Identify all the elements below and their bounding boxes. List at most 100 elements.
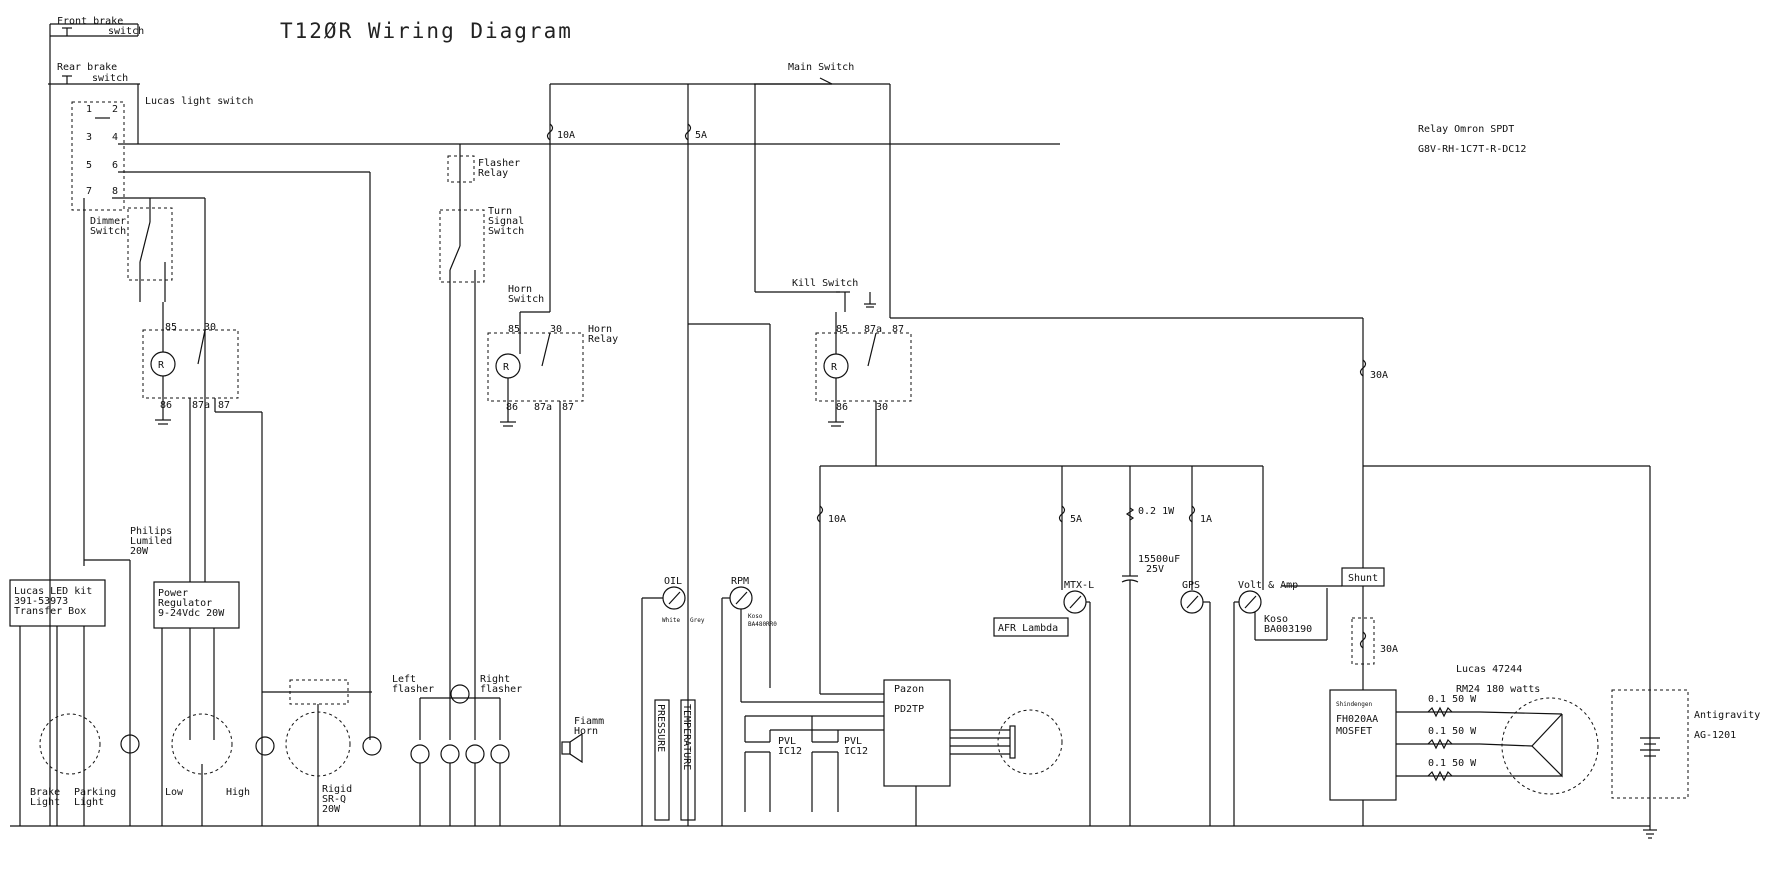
svg-text:87: 87 [892,324,904,335]
turn-signal-switch: Turn Signal Switch [439,200,524,740]
svg-text:Philips: Philips [130,526,172,537]
svg-text:R: R [503,362,510,373]
svg-text:TEMPERATURE: TEMPERATURE [681,704,692,770]
svg-text:9-24Vdc 20W: 9-24Vdc 20W [158,608,225,619]
svg-text:30: 30 [876,402,888,413]
relay-part-number: G8V-RH-1C7T-R-DC12 [1418,144,1526,155]
svg-text:OIL: OIL [664,576,682,587]
svg-text:85: 85 [165,322,177,333]
pvl-coil-2: PVL IC12 [811,736,868,812]
svg-text:IC12: IC12 [778,746,802,757]
svg-text:1: 1 [86,104,92,115]
svg-text:Switch: Switch [90,226,126,237]
svg-text:30: 30 [204,322,216,333]
fiamm-horn: Fiamm Horn [561,716,604,764]
ground-symbol-main [1643,790,1657,839]
svg-text:Turn: Turn [488,206,512,217]
svg-text:Left: Left [392,674,416,685]
svg-text:85: 85 [508,324,520,335]
svg-text:Lumiled: Lumiled [130,536,172,547]
svg-text:15500uF: 15500uF [1138,554,1180,565]
svg-text:MTX-L: MTX-L [1064,580,1094,591]
svg-text:Low: Low [165,787,184,798]
svg-text:Lucas 47244: Lucas 47244 [1456,664,1522,675]
flasher-relay: Flasher Relay [447,144,520,200]
shunt: Shunt 30A [1341,567,1398,690]
fuse-10a-pazon: 10A [816,505,846,525]
volt-amp-gauge: Volt & Amp Koso BA003190 [1233,466,1342,826]
svg-text:5A: 5A [695,130,707,141]
svg-text:Right: Right [480,674,510,685]
svg-text:flasher: flasher [392,684,434,695]
svg-text:AFR Lambda: AFR Lambda [998,623,1058,634]
svg-text:20W: 20W [322,804,341,815]
svg-text:Volt & Amp: Volt & Amp [1238,580,1298,591]
svg-text:GPS: GPS [1182,580,1200,591]
svg-text:86: 86 [506,402,518,413]
diagram-title: T12ØR Wiring Diagram [280,19,573,43]
svg-text:Rigid: Rigid [322,784,352,795]
horn-switch: Horn Switch [508,284,550,313]
svg-text:Rear brake: Rear brake [57,62,117,73]
svg-text:AG-1201: AG-1201 [1694,730,1736,741]
svg-text:Front brake: Front brake [57,16,123,27]
svg-text:Switch: Switch [508,294,544,305]
svg-text:FH020AA: FH020AA [1336,714,1378,725]
philips-lumiled: Philips Lumiled 20W [84,526,172,826]
relay-main: 85 87a 87 R 86 30 [815,312,1363,466]
lucas-alternator: Lucas 47244 RM24 180 watts [1456,664,1599,795]
svg-text:0.2 1W: 0.2 1W [1138,506,1175,517]
fuse-30a-right: 30A [1359,318,1388,568]
pvl-coil-1: PVL IC12 [744,736,802,812]
svg-text:Light: Light [74,797,104,808]
svg-text:1A: 1A [1200,514,1212,525]
svg-text:BA003190: BA003190 [1264,624,1312,635]
svg-text:IC12: IC12 [844,746,868,757]
svg-text:Parking: Parking [74,787,116,798]
svg-text:Horn: Horn [588,324,612,335]
svg-text:BA480RR0: BA480RR0 [748,621,777,628]
relay-lights: 85 30 R 86 87a 87 [142,302,263,826]
svg-text:30A: 30A [1380,644,1398,655]
front-brake-switch: Front brake switch [49,16,144,37]
svg-text:Relay: Relay [588,334,618,345]
svg-text:Signal: Signal [488,216,524,227]
svg-text:85: 85 [836,324,848,335]
svg-text:White: White [662,617,680,624]
svg-text:2: 2 [112,104,118,115]
svg-text:Dimmer: Dimmer [90,216,126,227]
capacitor-15500uf: 0.2 1W 15500uF 25V [1121,466,1180,826]
svg-text:Kill Switch: Kill Switch [792,278,858,289]
svg-text:87a: 87a [192,400,210,411]
svg-text:Lucas LED kit: Lucas LED kit [14,586,92,597]
main-switch: Main Switch [754,62,854,85]
svg-text:0.1 50 W: 0.1 50 W [1428,694,1477,705]
gps-gauge: 1A GPS [1180,466,1212,826]
rpm-gauge: RPM Koso BA480RR0 [721,576,884,826]
svg-text:Shunt: Shunt [1348,573,1378,584]
svg-text:PVL: PVL [778,736,796,747]
svg-text:Transfer Box: Transfer Box [14,606,86,617]
svg-text:10A: 10A [557,130,575,141]
svg-text:Shindengen: Shindengen [1336,701,1373,708]
svg-text:PVL: PVL [844,736,862,747]
svg-text:Koso: Koso [748,613,763,620]
svg-text:Brake: Brake [30,787,60,798]
svg-text:Power: Power [158,588,188,599]
oil-gauge: OIL White Grey PRESSURE TEMPERATURE [641,323,771,826]
svg-text:87a: 87a [864,324,882,335]
power-regulator: Power Regulator 9-24Vdc 20W Low High [153,581,250,826]
svg-text:Pazon: Pazon [894,684,924,695]
svg-text:0.1 50 W: 0.1 50 W [1428,726,1477,737]
svg-text:Antigravity: Antigravity [1694,710,1760,721]
svg-text:87a: 87a [534,402,552,413]
kill-switch: Kill Switch [792,278,876,312]
svg-text:5A: 5A [1070,514,1082,525]
svg-text:R: R [831,362,838,373]
flashers: Left flasher Right flasher [392,674,522,826]
svg-text:7: 7 [86,186,92,197]
svg-text:PD2TP: PD2TP [894,704,924,715]
svg-text:20W: 20W [130,546,149,557]
horn-relay: Horn Relay 85 30 R 86 87a 87 [487,312,618,826]
svg-text:86: 86 [836,402,848,413]
